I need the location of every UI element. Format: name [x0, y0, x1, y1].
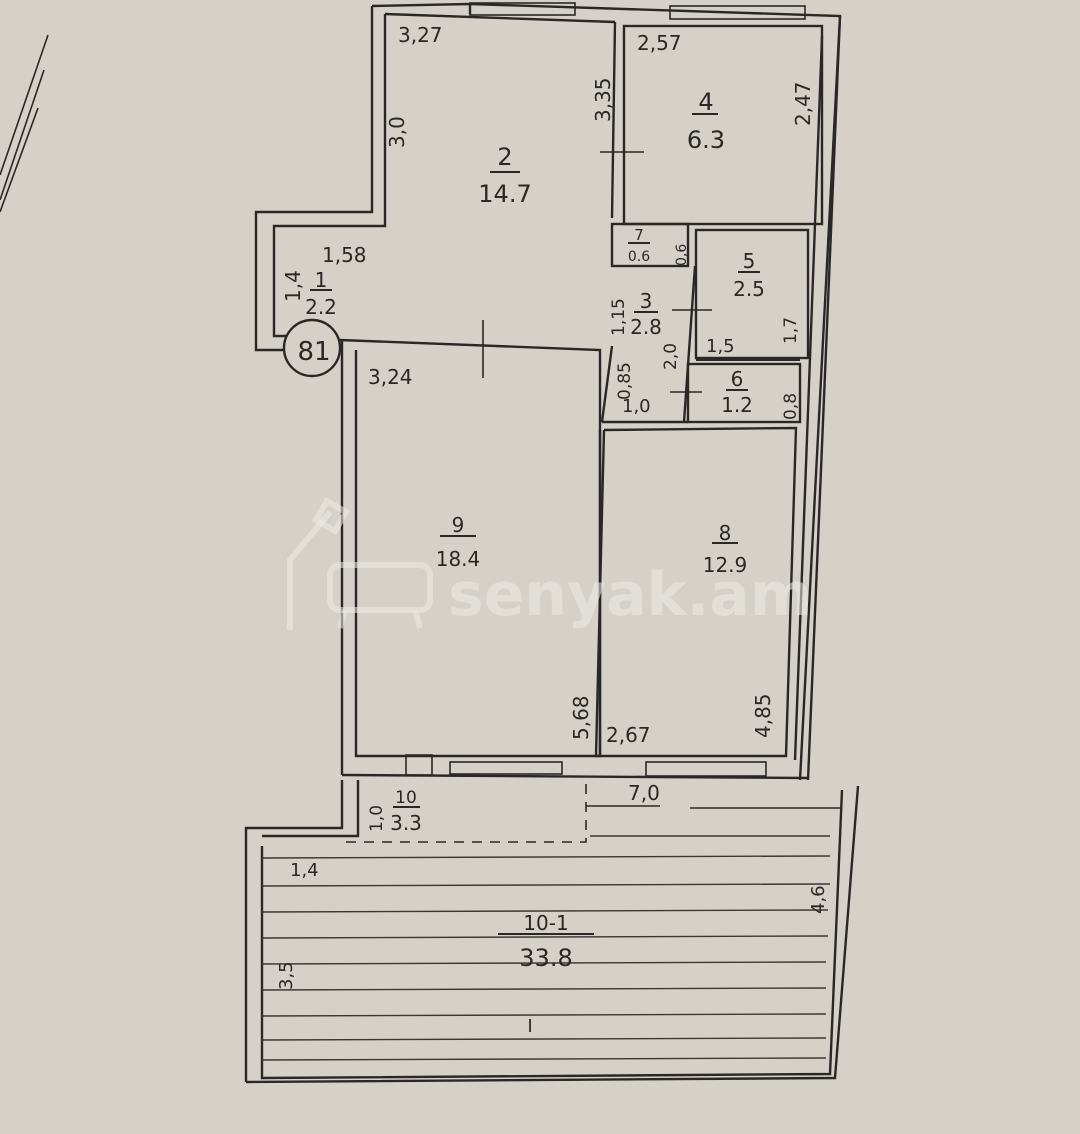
dim-room-9-height: 5,68 — [569, 695, 593, 740]
dim-room-3-lower: 0,85 — [615, 362, 635, 400]
dim-room-7-height: 0,6 — [674, 244, 690, 266]
room-2-area: 14.7 — [478, 180, 531, 208]
dim-room-2-left: 3,0 — [385, 116, 409, 148]
room-9-area: 18.4 — [436, 547, 481, 571]
dim-terrace-left-height: 3,5 — [276, 961, 297, 990]
room-9-number: 9 — [452, 513, 465, 537]
dim-room-9-width: 3,24 — [368, 365, 413, 389]
terrace-hatching — [261, 835, 831, 1061]
outer-walls — [254, 2, 842, 781]
room-5-number: 5 — [743, 249, 756, 273]
room-3-number: 3 — [640, 289, 653, 313]
room-label-fraction-lines — [310, 113, 760, 935]
room-5-area: 2.5 — [733, 277, 765, 301]
room-8-number: 8 — [719, 521, 732, 545]
apartment-number: 81 — [297, 337, 330, 367]
room-1-area: 2.2 — [305, 295, 337, 319]
dim-room-1-height: 1,4 — [281, 270, 305, 302]
dim-terrace-right-height: 4,6 — [808, 885, 829, 914]
dim-room-3-upper: 1,15 — [609, 298, 629, 336]
dim-terrace-step: 1,4 — [290, 860, 319, 881]
room-7-number: 7 — [634, 226, 644, 244]
dim-room-8-height: 4,85 — [751, 693, 775, 738]
room-10-number: 10 — [395, 788, 417, 808]
dim-room-5-height: 1,7 — [781, 317, 801, 344]
room-2-number: 2 — [497, 143, 512, 171]
dimension-labels: 3,27 2,57 3,0 3,35 2,47 1,4 1,58 0,6 1,1… — [276, 23, 829, 990]
room-10-1-number: 10-1 — [523, 911, 568, 935]
dim-room-2-width: 3,27 — [398, 23, 443, 47]
dim-room-3-width: 1,0 — [622, 396, 651, 417]
dim-room-6-height: 0,8 — [781, 393, 801, 420]
dim-balcony-height: 1,0 — [367, 805, 387, 832]
dim-room-5-width: 1,5 — [706, 336, 735, 357]
dim-terrace-width: 7,0 — [628, 781, 660, 805]
room-4-walls — [600, 21, 824, 226]
room-3-walls — [600, 265, 712, 424]
watermark: senyak.am — [287, 496, 812, 630]
room-3-area: 2.8 — [630, 315, 662, 339]
room-6-number: 6 — [731, 367, 744, 391]
watermark-text: senyak.am — [448, 560, 812, 630]
sofa-lamp-icon — [287, 496, 433, 630]
room-6-area: 1.2 — [721, 393, 753, 417]
room-4-area: 6.3 — [687, 126, 725, 154]
dim-room-3-height: 2,0 — [661, 343, 681, 370]
room-6-walls — [686, 362, 802, 424]
room-10-area: 3.3 — [390, 811, 422, 835]
room-8-walls — [594, 426, 798, 758]
room-8-area: 12.9 — [703, 553, 748, 577]
terrace-mark: I — [527, 1016, 532, 1037]
room-10-1-area: 33.8 — [519, 944, 572, 972]
terrace-10-1 — [245, 785, 860, 1084]
dim-room-1-width: 1,58 — [322, 243, 367, 267]
room-1-number: 1 — [315, 268, 328, 292]
dim-room-2-right: 3,35 — [591, 77, 615, 122]
apartment-number-marker — [282, 318, 342, 378]
pen-strokes — [0, 34, 49, 213]
dim-room-4-height: 2,47 — [791, 81, 815, 126]
dim-room-8-width: 2,67 — [606, 723, 651, 747]
window-band — [341, 754, 809, 780]
room-labels: 2 14.7 4 6.3 1 2.2 3 2.8 5 2.5 6 1.2 7 0… — [297, 88, 764, 1037]
room-5-walls — [694, 228, 810, 361]
room-7-area: 0.6 — [628, 249, 650, 265]
room-4-number: 4 — [698, 88, 713, 116]
room-7-walls — [610, 222, 690, 268]
dim-room-4-width: 2,57 — [637, 31, 682, 55]
balcony-10 — [244, 780, 840, 1082]
